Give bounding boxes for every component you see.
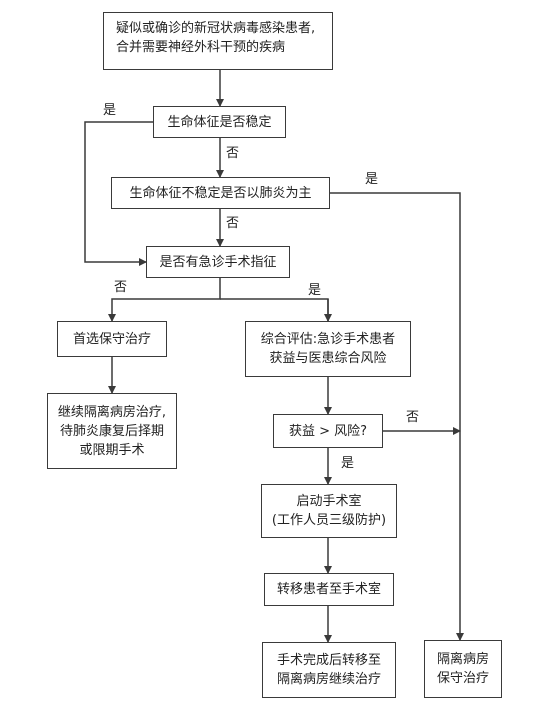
- node-isolation-conservative-line-2: 保守治疗: [436, 671, 489, 686]
- node-vital-stable: 生命体征是否稳定: [153, 106, 286, 138]
- node-comprehensive-eval-line-2: 获益与医患综合风险: [269, 351, 387, 366]
- node-start-line-2: 合并需要神经外科干预的疾病: [116, 40, 286, 55]
- node-vital-unstable-pneumonia: 生命体征不稳定是否以肺炎为主: [111, 177, 330, 209]
- node-isolation-conservative: 隔离病房 保守治疗: [424, 640, 502, 698]
- node-after-surgery-line-1: 手术完成后转移至: [276, 653, 381, 668]
- edge-label-no-2: 否: [226, 216, 240, 231]
- arrow-unstable-yes: [330, 192, 464, 641]
- node-continue-isolation-line-2: 待肺炎康复后择期: [59, 424, 164, 439]
- node-continue-isolation: 继续隔离病房治疗, 待肺炎康复后择期 或限期手术: [47, 393, 177, 469]
- node-benefit-vs-risk-label: 获益 > 风险?: [288, 424, 368, 439]
- node-start-line-1: 疑似或确诊的新冠状病毒感染患者,: [116, 21, 316, 36]
- node-transfer-to-or-label: 转移患者至手术室: [276, 582, 381, 597]
- node-comprehensive-eval-line-1: 综合评估:急诊手术患者: [260, 332, 396, 347]
- edge-label-yes-low: 是: [341, 456, 355, 471]
- node-comprehensive-eval: 综合评估:急诊手术患者 获益与医患综合风险: [245, 321, 411, 377]
- node-start: 疑似或确诊的新冠状病毒感染患者, 合并需要神经外科干预的疾病: [103, 12, 333, 70]
- node-continue-isolation-line-3: 或限期手术: [79, 443, 145, 458]
- node-after-surgery: 手术完成后转移至 隔离病房继续治疗: [262, 642, 396, 698]
- node-benefit-vs-risk: 获益 > 风险?: [273, 414, 383, 448]
- node-isolation-conservative-line-1: 隔离病房: [436, 652, 489, 667]
- arrow-emergency-yes: [220, 298, 329, 321]
- node-start-or: 启动手术室 (工作人员三级防护): [261, 484, 397, 538]
- edge-label-no-right: 否: [406, 410, 420, 425]
- node-emergency-indication: 是否有急诊手术指征: [146, 246, 290, 278]
- node-transfer-to-or: 转移患者至手术室: [264, 573, 394, 606]
- edge-label-yes-left: 是: [103, 103, 117, 118]
- node-emergency-indication-label: 是否有急诊手术指征: [159, 255, 277, 270]
- node-conservative-first-label: 首选保守治疗: [72, 332, 151, 347]
- node-continue-isolation-line-1: 继续隔离病房治疗,: [57, 405, 167, 420]
- node-start-or-line-2: (工作人员三级防护): [271, 513, 387, 528]
- edge-label-yes-right-top: 是: [365, 172, 379, 187]
- node-start-or-line-1: 启动手术室: [296, 494, 362, 509]
- node-after-surgery-line-2: 隔离病房继续治疗: [276, 672, 381, 687]
- node-vital-stable-label: 生命体征是否稳定: [167, 115, 272, 130]
- edge-label-no-3: 否: [114, 280, 128, 295]
- edge-label-no-1: 否: [226, 146, 240, 161]
- node-conservative-first: 首选保守治疗: [57, 321, 167, 357]
- arrow-emergency-no: [108, 278, 221, 322]
- edge-label-yes-mid: 是: [308, 283, 322, 298]
- arrow-vital-yes: [84, 121, 153, 266]
- node-vital-unstable-pneumonia-label: 生命体征不稳定是否以肺炎为主: [129, 186, 312, 201]
